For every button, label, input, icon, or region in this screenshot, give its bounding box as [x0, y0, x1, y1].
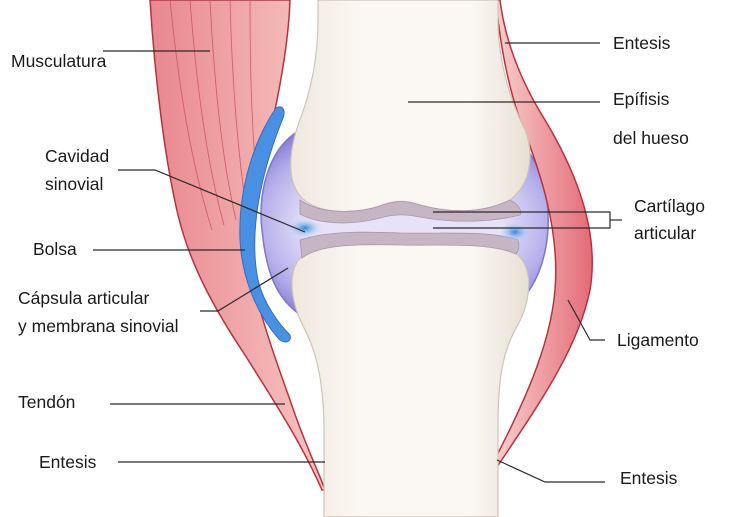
label-cavidad-sinovial-line1: Cavidad	[45, 146, 110, 166]
synovial-fluid-left	[287, 218, 323, 238]
label-tendon: Tendón	[18, 392, 76, 412]
leader-capsula	[200, 267, 289, 312]
label-musculatura: Musculatura	[11, 51, 107, 71]
leader-entesis-bottom-right	[496, 459, 605, 483]
label-capsula-line2: y membrana sinovial	[18, 316, 179, 336]
label-cartilago-line1: Cartílago	[634, 196, 706, 216]
upper-bone-epiphysis	[290, 0, 531, 213]
bursa	[239, 106, 291, 343]
label-entesis-left: Entesis	[39, 452, 97, 472]
articular-cartilage-upper	[299, 199, 522, 224]
label-capsula-line1: Cápsula articular	[18, 288, 150, 308]
leader-cavidad	[118, 169, 306, 233]
synovial-fluid-right	[499, 222, 531, 242]
leader-lines	[93, 42, 622, 483]
lower-bone	[291, 238, 530, 517]
label-entesis-top-right: Entesis	[613, 33, 671, 53]
label-epifisis-line1: Epífisis	[613, 89, 670, 109]
leader-ligamento	[567, 299, 605, 341]
label-entesis-bottom-right: Entesis	[620, 468, 678, 488]
label-bolsa: Bolsa	[33, 239, 77, 259]
articular-cartilage-lower	[299, 231, 520, 259]
label-cavidad-sinovial-line2: sinovial	[45, 174, 104, 194]
label-epifisis-line2: del hueso	[613, 128, 689, 148]
label-cartilago-line2: articular	[634, 223, 697, 243]
label-ligamento: Ligamento	[617, 330, 699, 350]
